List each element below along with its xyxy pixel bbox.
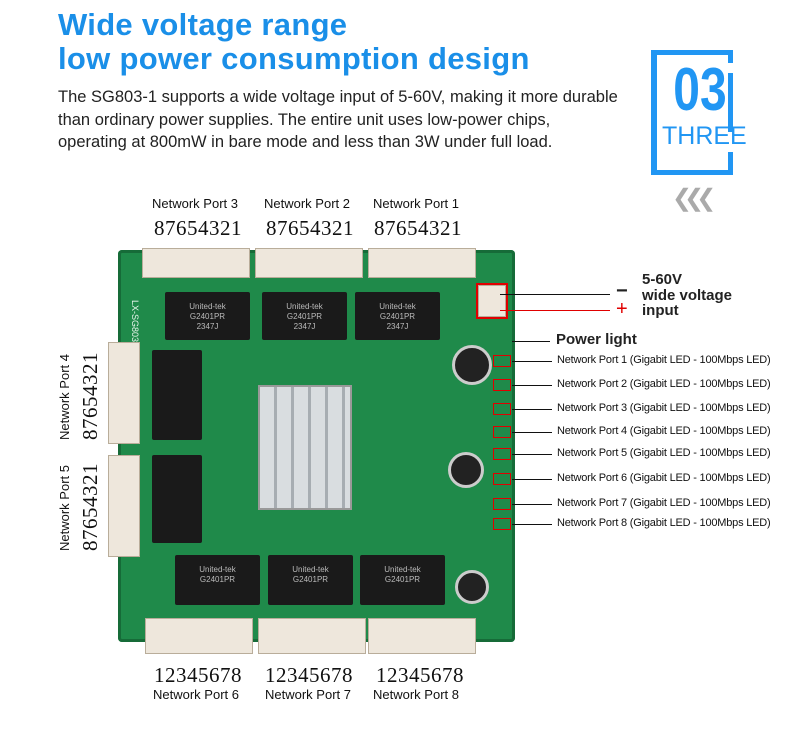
port-label: Network Port 2	[264, 196, 350, 211]
led-marker	[493, 379, 511, 391]
port-label: Network Port 3	[152, 196, 238, 211]
port-label: Network Port 5	[57, 465, 72, 551]
port2-connector	[255, 248, 363, 278]
led-leader-line	[512, 524, 552, 525]
section-number: 03	[673, 56, 727, 123]
led-marker	[493, 473, 511, 485]
pin-numbers: 87654321	[78, 352, 102, 440]
port6-connector	[145, 618, 253, 654]
led-marker	[493, 355, 511, 367]
led-marker	[493, 448, 511, 460]
capacitor	[448, 452, 484, 488]
transformer-chip	[152, 350, 202, 440]
power-connector	[476, 283, 508, 319]
port1-connector	[368, 248, 476, 278]
capacitor	[455, 570, 489, 604]
port-label: Network Port 6	[153, 687, 239, 702]
led-marker	[493, 518, 511, 530]
pin-numbers: 87654321	[266, 216, 354, 240]
led-leader-line	[512, 409, 552, 410]
pin-numbers: 12345678	[265, 663, 353, 687]
led-label: Network Port 7 (Gigabit LED - 100Mbps LE…	[557, 497, 771, 509]
port-label: Network Port 8	[373, 687, 459, 702]
led-label: Network Port 4 (Gigabit LED - 100Mbps LE…	[557, 425, 771, 437]
led-label: Network Port 2 (Gigabit LED - 100Mbps LE…	[557, 378, 771, 390]
led-label: Network Port 3 (Gigabit LED - 100Mbps LE…	[557, 402, 771, 414]
led-leader-line	[512, 385, 552, 386]
minus-sign: −	[616, 280, 628, 302]
description: The SG803-1 supports a wide voltage inpu…	[58, 88, 618, 151]
port8-connector	[368, 618, 476, 654]
led-label: Network Port 5 (Gigabit LED - 100Mbps LE…	[557, 447, 771, 459]
led-label: Network Port 1 (Gigabit LED - 100Mbps LE…	[557, 354, 771, 366]
led-leader-line	[512, 454, 552, 455]
led-label: Network Port 8 (Gigabit LED - 100Mbps LE…	[557, 517, 771, 529]
plus-sign: +	[616, 298, 628, 320]
led-leader-line	[512, 361, 552, 362]
port7-connector	[258, 618, 366, 654]
chevrons-left-icon: ❮❮❮	[672, 185, 716, 212]
pin-numbers: 12345678	[376, 663, 464, 687]
section-word: THREE	[662, 122, 747, 150]
board-silkscreen: LX-SG803	[130, 300, 140, 343]
port5-connector	[108, 455, 140, 557]
port-label: Network Port 1	[373, 196, 459, 211]
transformer-chip	[152, 455, 202, 543]
led-label: Network Port 6 (Gigabit LED - 100Mbps LE…	[557, 472, 771, 484]
power-light-label: Power light	[556, 331, 637, 348]
led-marker	[493, 498, 511, 510]
port4-connector	[108, 342, 140, 444]
led-leader-line	[512, 432, 552, 433]
port-label: Network Port 4	[57, 354, 72, 440]
heatsink	[258, 385, 352, 510]
section-badge	[651, 50, 734, 175]
led-leader-line	[512, 504, 552, 505]
led-leader-line	[512, 479, 552, 480]
plus-leader-line	[500, 310, 610, 311]
minus-leader-line	[500, 294, 610, 295]
capacitor	[452, 345, 492, 385]
pin-numbers: 87654321	[374, 216, 462, 240]
led-marker	[493, 426, 511, 438]
pin-numbers: 12345678	[154, 663, 242, 687]
pin-numbers: 87654321	[154, 216, 242, 240]
pin-numbers: 87654321	[78, 463, 102, 551]
port-label: Network Port 7	[265, 687, 351, 702]
power-light-leader	[512, 341, 550, 342]
port3-connector	[142, 248, 250, 278]
led-marker	[493, 403, 511, 415]
